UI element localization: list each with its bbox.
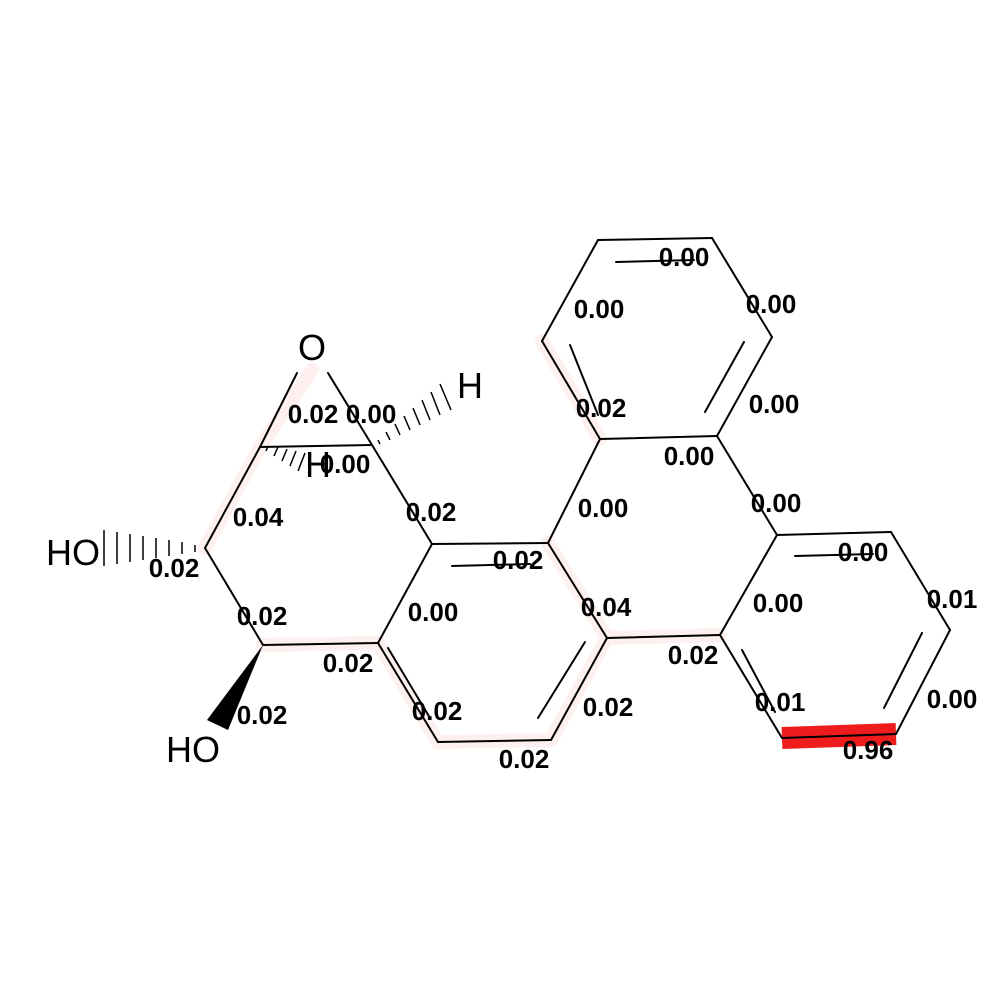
bond-d2 (541, 239, 599, 342)
bond-value: 0.01 (927, 584, 978, 614)
bond-d5 (716, 336, 773, 437)
bond-d4 (711, 237, 773, 338)
bonds (204, 237, 951, 743)
bond-value: 0.04 (581, 592, 632, 622)
bond-value: 0.02 (412, 696, 463, 726)
bond-e2 (890, 531, 951, 631)
bond-value: 0.02 (406, 497, 457, 527)
bond-value: 0.02 (576, 393, 627, 423)
bond-value: 0.00 (346, 399, 397, 429)
atom-label-h-left: H (305, 444, 331, 485)
bond-e3-inner (883, 632, 923, 709)
hash-wedge-ho-upper (103, 530, 196, 566)
atom-labels: O H H HO HO (46, 327, 483, 770)
bond-value: 0.00 (408, 597, 459, 627)
bond-c3 (716, 435, 778, 536)
bond-b5 (377, 642, 439, 743)
bond-c5 (606, 634, 721, 639)
bond-value: 0.04 (233, 502, 284, 532)
bond-c3-c4 (262, 642, 379, 646)
hash-wedge-h-left (265, 445, 306, 472)
bond-value: 0.00 (320, 449, 371, 479)
bond-c6-c4 (377, 543, 433, 644)
bond-d1 (541, 340, 601, 440)
bond-d1-inner (569, 344, 599, 416)
bond-c5-c6 (371, 444, 433, 545)
bond-b1-inner (451, 563, 531, 567)
stereo-bonds (103, 383, 452, 730)
bond-e5 (719, 634, 783, 739)
bond-value: 0.00 (659, 242, 710, 272)
bond-value: 0.02 (668, 640, 719, 670)
bond-value: 0.00 (664, 441, 715, 471)
bond-b5-inner (387, 647, 431, 719)
bond-value: 0.02 (149, 553, 200, 583)
atom-label-h-top: H (457, 365, 483, 406)
bond-value-labels: 0.02 0.00 0.00 0.04 0.02 0.02 0.02 0.02 … (149, 242, 978, 774)
bond-d5-inner (704, 341, 745, 413)
bond-b1 (431, 542, 549, 545)
bond-c1 (547, 438, 601, 544)
bond-value: 0.00 (927, 684, 978, 714)
solid-wedge-ho-lower (207, 645, 263, 730)
bond-e3 (895, 629, 951, 735)
bond-value: 0.00 (838, 537, 889, 567)
bond-value: 0.02 (237, 700, 288, 730)
bond-d3-inner (615, 259, 695, 263)
bond-epoxide-cc (259, 444, 373, 448)
bond-value: 0.00 (578, 493, 629, 523)
bond-c-o-left (259, 372, 298, 448)
bond-value: 0.02 (323, 648, 374, 678)
bond-value: 0.02 (288, 399, 339, 429)
bond-value: 0.00 (746, 289, 797, 319)
bond-e1-inner (794, 553, 874, 557)
hash-wedge-h-top (377, 383, 452, 445)
atom-label-ho-upper: HO (46, 532, 100, 573)
bond-value: 0.02 (499, 744, 550, 774)
bond-value: 0.00 (749, 389, 800, 419)
bond-d3 (597, 237, 713, 241)
bond-o-c-right (327, 372, 373, 446)
bond-value: 0.02 (493, 545, 544, 575)
bond-c1-c2 (204, 446, 261, 549)
bond-b4 (437, 739, 552, 743)
bond-b2 (547, 542, 608, 639)
bond-value: 0.02 (237, 601, 288, 631)
bond-c2 (599, 435, 718, 440)
bond-value: 0.00 (574, 294, 625, 324)
bond-e1 (776, 531, 892, 536)
bond-value: 0.00 (753, 588, 804, 618)
bond-b3-inner (537, 641, 586, 719)
bond-value: 0.01 (755, 687, 806, 717)
bond-e4 (781, 733, 897, 739)
bond-value: 0.96 (843, 735, 894, 765)
atom-label-o: O (298, 327, 326, 368)
bond-value: 0.02 (583, 692, 634, 722)
atom-label-ho-lower: HO (166, 729, 220, 770)
bond-e5-inner (741, 649, 776, 713)
bond-value: 0.00 (751, 488, 802, 518)
bond-c4 (719, 534, 778, 636)
bond-b3 (550, 637, 608, 741)
bond-c2-c3 (204, 547, 264, 646)
